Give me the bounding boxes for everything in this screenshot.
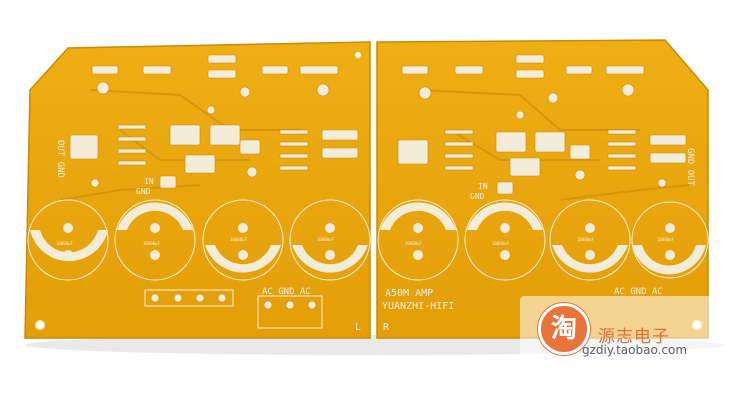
left-in-label: IN: [144, 177, 154, 186]
right-board: [376, 39, 709, 339]
watermark-url: gzdiy.taobao.com: [582, 343, 688, 357]
cap-left-4: [289, 199, 371, 281]
cap-left-2: [114, 199, 196, 281]
cap-left-1: [27, 199, 109, 281]
cap-left-3: [202, 199, 284, 281]
right-in-label: IN: [478, 182, 488, 191]
model-label: A50M AMP: [385, 288, 433, 299]
cap-right-2: [464, 199, 546, 281]
cap-value-label: 10000uF: [657, 237, 674, 242]
cap-right-4: [631, 201, 709, 279]
cap-right-3: [549, 199, 631, 281]
cap-value-label: 10000uF: [405, 241, 422, 246]
watermark-brand: 源志电子: [598, 327, 670, 347]
cap-value-label: 10000uF: [56, 241, 73, 246]
left-gnd-label: GND: [136, 187, 151, 196]
right-ac-gnd-ac-label: AC GND AC: [614, 287, 663, 297]
cap-value-label: 10000uF: [492, 241, 509, 246]
maker-label: YUANZHI-HIFI: [382, 301, 454, 312]
right-gnd-label: GND: [470, 192, 485, 201]
left-ac-connector: [257, 295, 323, 329]
right-component-pads: [397, 54, 687, 195]
left-output-connector: [144, 289, 234, 307]
cap-value-label: 10000uF: [143, 241, 160, 246]
channel-right-label: R: [383, 322, 390, 333]
capacitor-footprints: [27, 199, 709, 281]
left-out-gnd-label: OUT GND: [55, 140, 65, 178]
right-gnd-out-label: GND OUT: [685, 148, 695, 187]
shop-logo-char: 淘: [550, 314, 577, 344]
cap-value-label: 10000uF: [230, 237, 247, 242]
shop-logo-icon: 淘: [538, 303, 590, 355]
left-board: [24, 41, 371, 339]
cap-value-label: 10000uF: [317, 237, 334, 242]
channel-left-label: L: [355, 322, 361, 333]
cap-value-label: 10000uF: [577, 237, 594, 242]
cap-right-1: [377, 199, 459, 281]
left-ac-gnd-ac-label: AC GND AC: [262, 287, 311, 297]
left-component-pads: [69, 54, 359, 310]
